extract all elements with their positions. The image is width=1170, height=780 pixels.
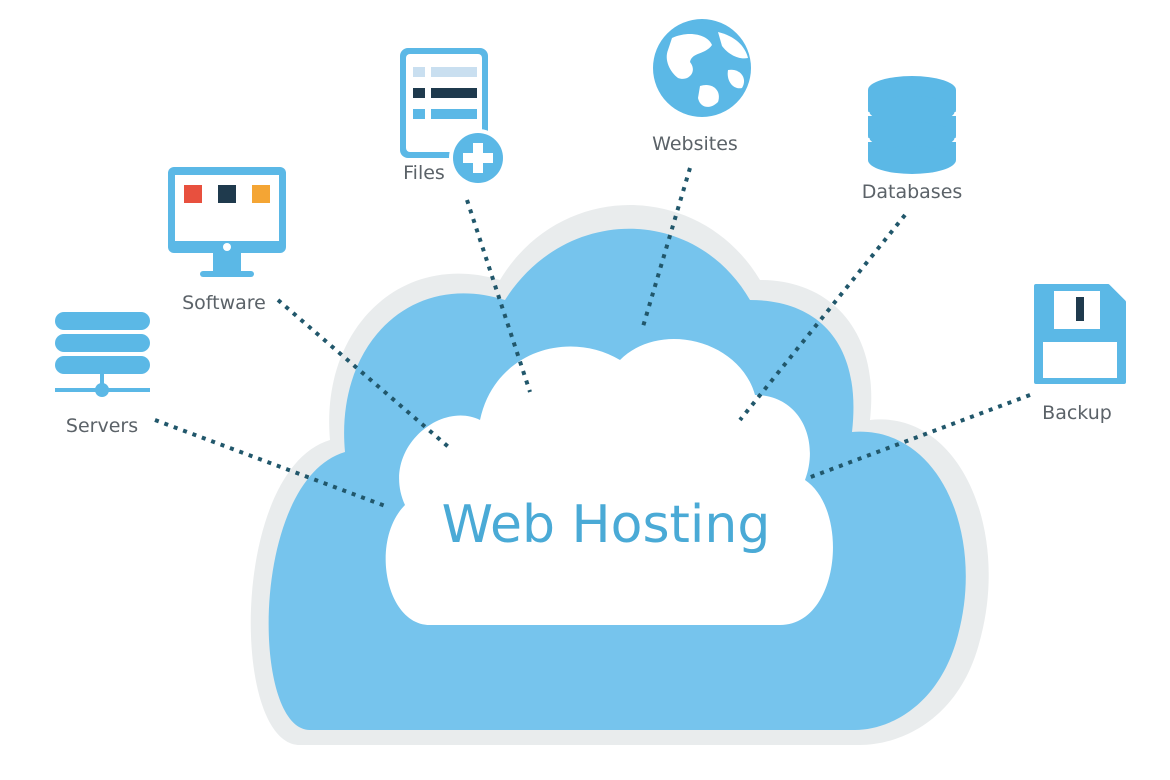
connectors xyxy=(154,167,1031,509)
databases-label: Databases xyxy=(862,181,963,203)
connector-websites xyxy=(640,167,692,331)
floppy-disk-icon xyxy=(1034,284,1126,384)
server-stack-icon xyxy=(55,312,150,397)
websites-label: Websites xyxy=(652,133,738,155)
backup-label: Backup xyxy=(1042,402,1112,424)
connector-servers xyxy=(154,418,389,509)
monitor-icon xyxy=(168,167,286,277)
node-files: Files xyxy=(400,48,507,187)
database-icon xyxy=(866,76,958,174)
node-databases: Databases xyxy=(862,76,963,203)
diagram-title: Web Hosting xyxy=(442,495,771,555)
connector-software xyxy=(276,298,454,452)
software-label: Software xyxy=(182,292,266,314)
node-websites: Websites xyxy=(652,19,751,155)
node-backup: Backup xyxy=(1034,284,1126,424)
add-file-icon xyxy=(400,48,507,187)
connector-databases xyxy=(738,213,907,422)
connector-files xyxy=(465,199,532,393)
inner-cloud: Web Hosting xyxy=(385,338,833,625)
globe-icon xyxy=(653,19,751,117)
servers-label: Servers xyxy=(66,415,138,437)
files-label: Files xyxy=(403,162,445,184)
node-software: Software xyxy=(168,167,286,314)
node-servers: Servers xyxy=(55,312,150,437)
